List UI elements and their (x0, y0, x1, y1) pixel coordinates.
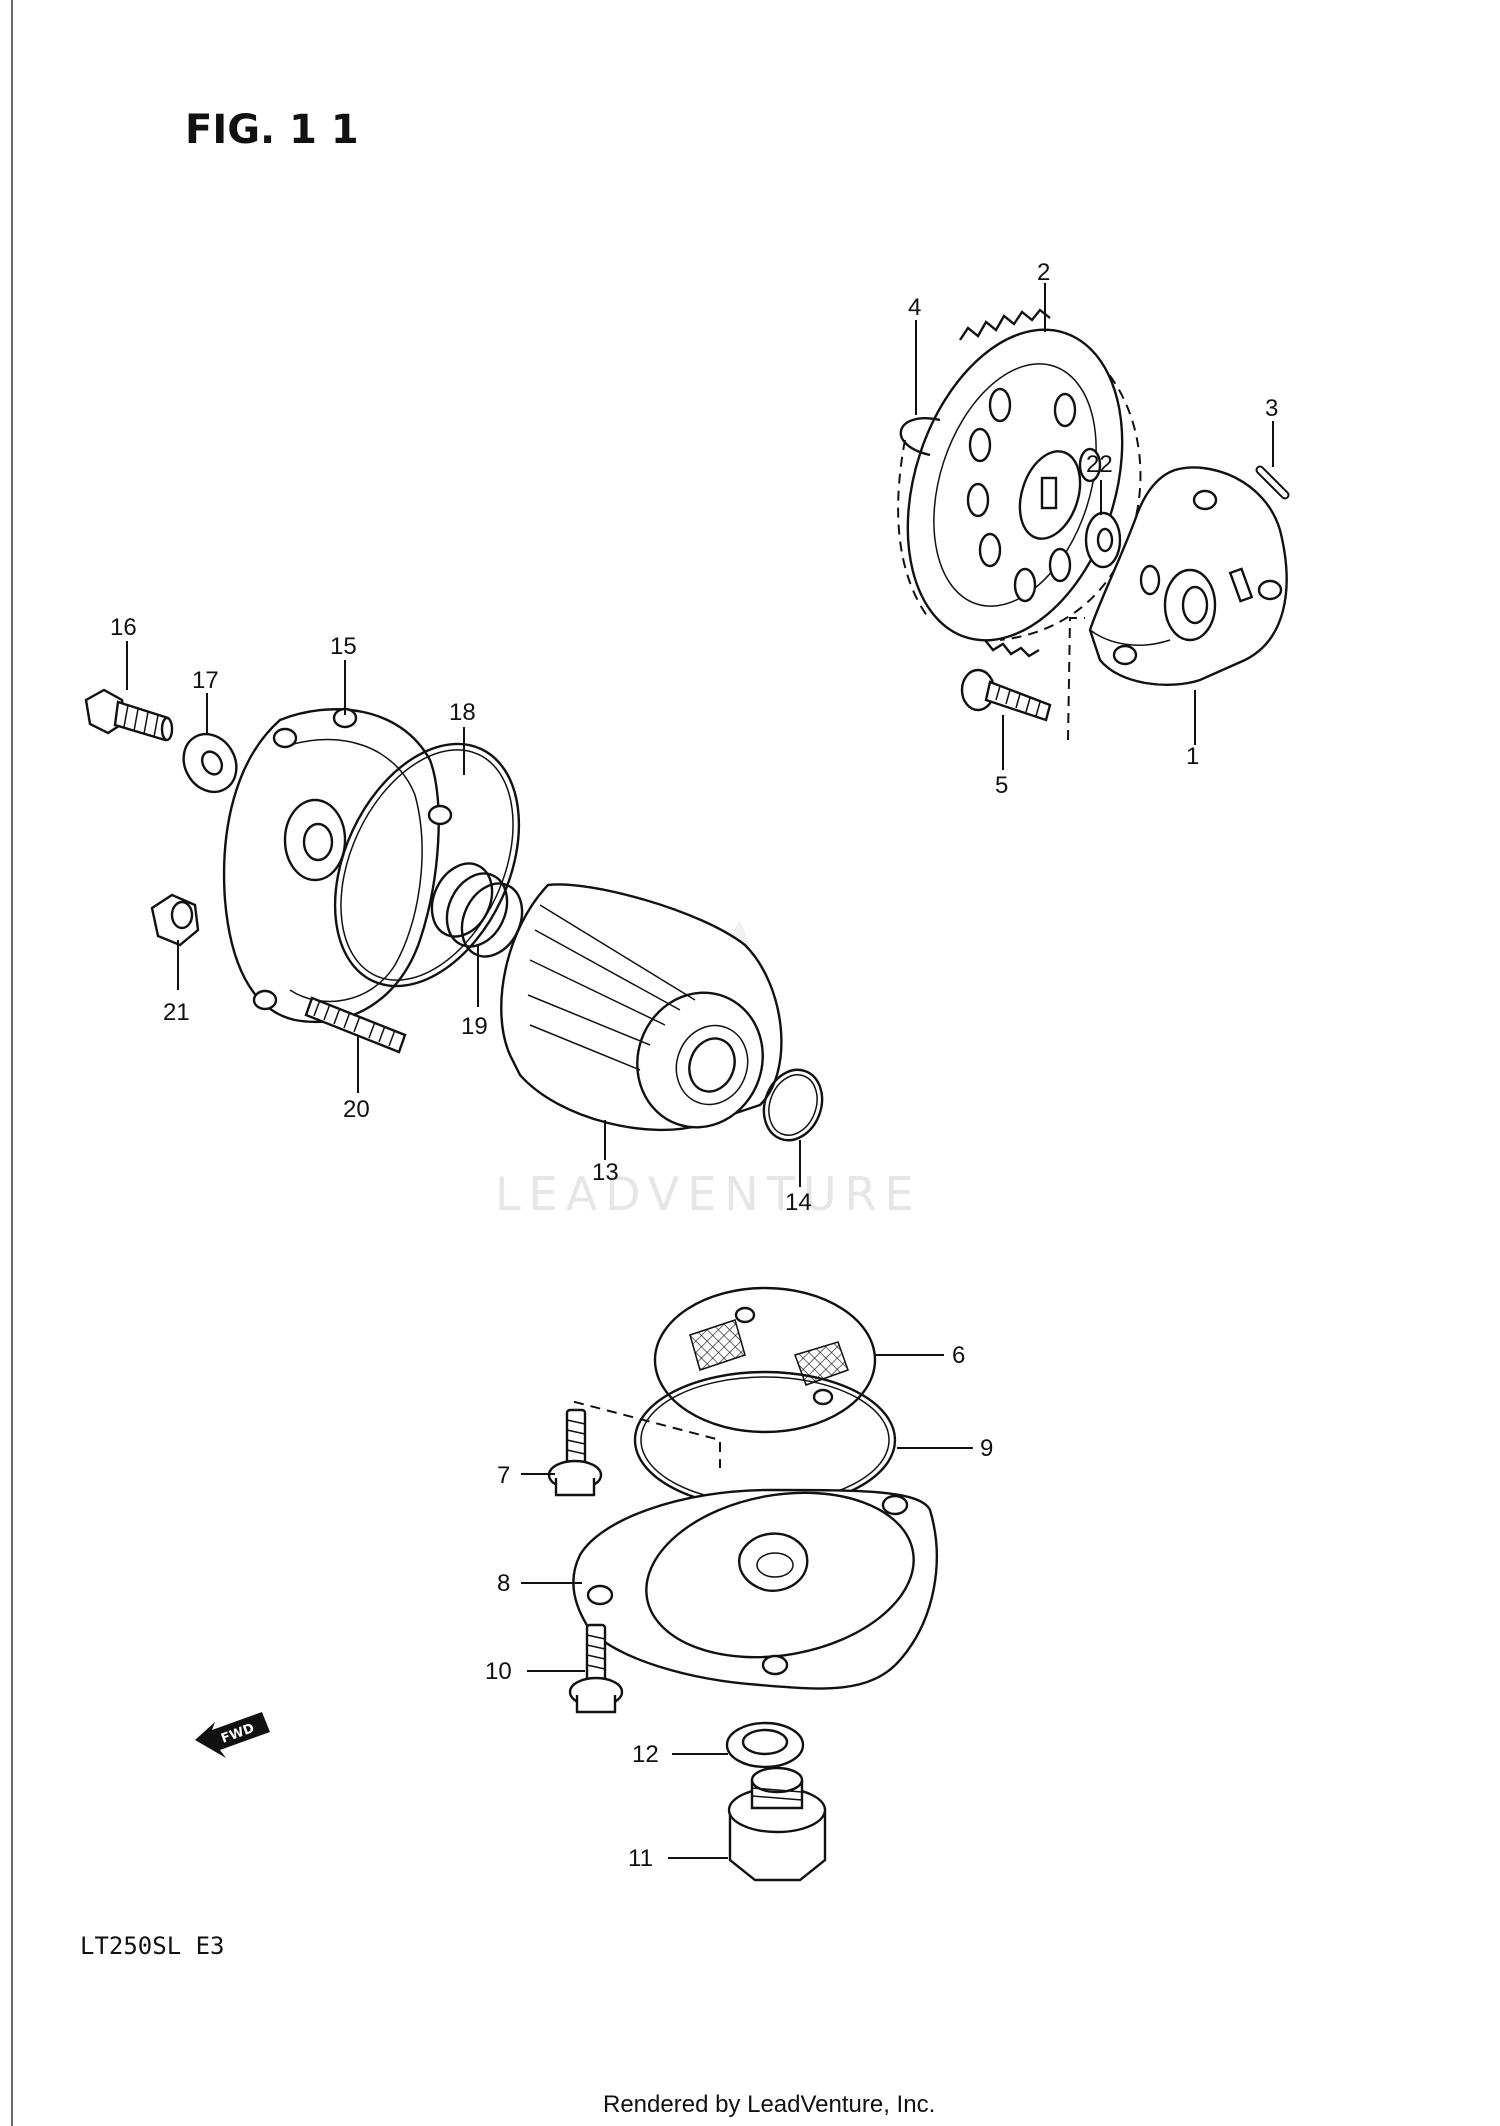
part-8-strainer-cap (572, 1488, 938, 1690)
callout-16: 16 (110, 614, 137, 641)
part-14-o-ring (762, 1068, 824, 1142)
callout-6: 6 (952, 1342, 965, 1369)
part-13-oil-filter (500, 883, 783, 1132)
part-21-nut (150, 893, 200, 947)
part-20-stud (304, 996, 407, 1054)
part-12-gasket (725, 1721, 805, 1769)
callout-14: 14 (785, 1189, 812, 1216)
figure-title: FIG. 1 1 (185, 107, 359, 153)
part-4-circlip (899, 417, 941, 457)
callout-2: 2 (1037, 259, 1050, 286)
part-1-oil-pump-body (1088, 466, 1288, 686)
callout-12: 12 (632, 1741, 659, 1768)
callout-9: 9 (980, 1435, 993, 1462)
part-18-o-ring (333, 742, 521, 988)
part-3-pin (1255, 465, 1290, 500)
callout-20: 20 (343, 1096, 370, 1123)
leader-lines (126, 283, 1274, 1859)
callout-22: 22 (1086, 451, 1113, 478)
part-5-bolt (960, 668, 1052, 722)
callout-17: 17 (192, 667, 219, 694)
part-22-washer (1084, 511, 1122, 569)
part-2-pump-drive-gear (897, 308, 1142, 658)
callout-19: 19 (461, 1013, 488, 1040)
callout-8: 8 (497, 1570, 510, 1597)
part-16-bolt (84, 688, 174, 742)
callout-15: 15 (330, 633, 357, 660)
callout-1: 1 (1186, 743, 1199, 770)
part-17-washer (182, 732, 238, 794)
callout-5: 5 (995, 772, 1008, 799)
part-7-bolt (547, 1408, 603, 1497)
callout-13: 13 (592, 1159, 619, 1186)
callout-11: 11 (628, 1845, 653, 1872)
callout-10: 10 (485, 1658, 512, 1685)
watermark-text: LEADVENTURE (495, 1167, 922, 1221)
render-credit: Rendered by LeadVenture, Inc. (603, 2091, 935, 2118)
callout-labels: 1 2 3 4 5 6 7 8 9 10 11 12 13 14 15 16 1… (110, 259, 1278, 1872)
part-10-bolt (568, 1623, 624, 1714)
callout-7: 7 (497, 1462, 510, 1489)
callout-18: 18 (449, 699, 476, 726)
callout-3: 3 (1265, 395, 1278, 422)
callout-4: 4 (908, 294, 921, 321)
part-11-drain-plug (727, 1766, 827, 1882)
model-code: LT250SL E3 (80, 1932, 225, 1960)
part-5-guide-dashed (1067, 617, 1085, 741)
callout-21: 21 (163, 999, 190, 1026)
part-6-oil-strainer (653, 1286, 877, 1434)
fwd-arrow-icon: FWD (195, 1712, 270, 1758)
